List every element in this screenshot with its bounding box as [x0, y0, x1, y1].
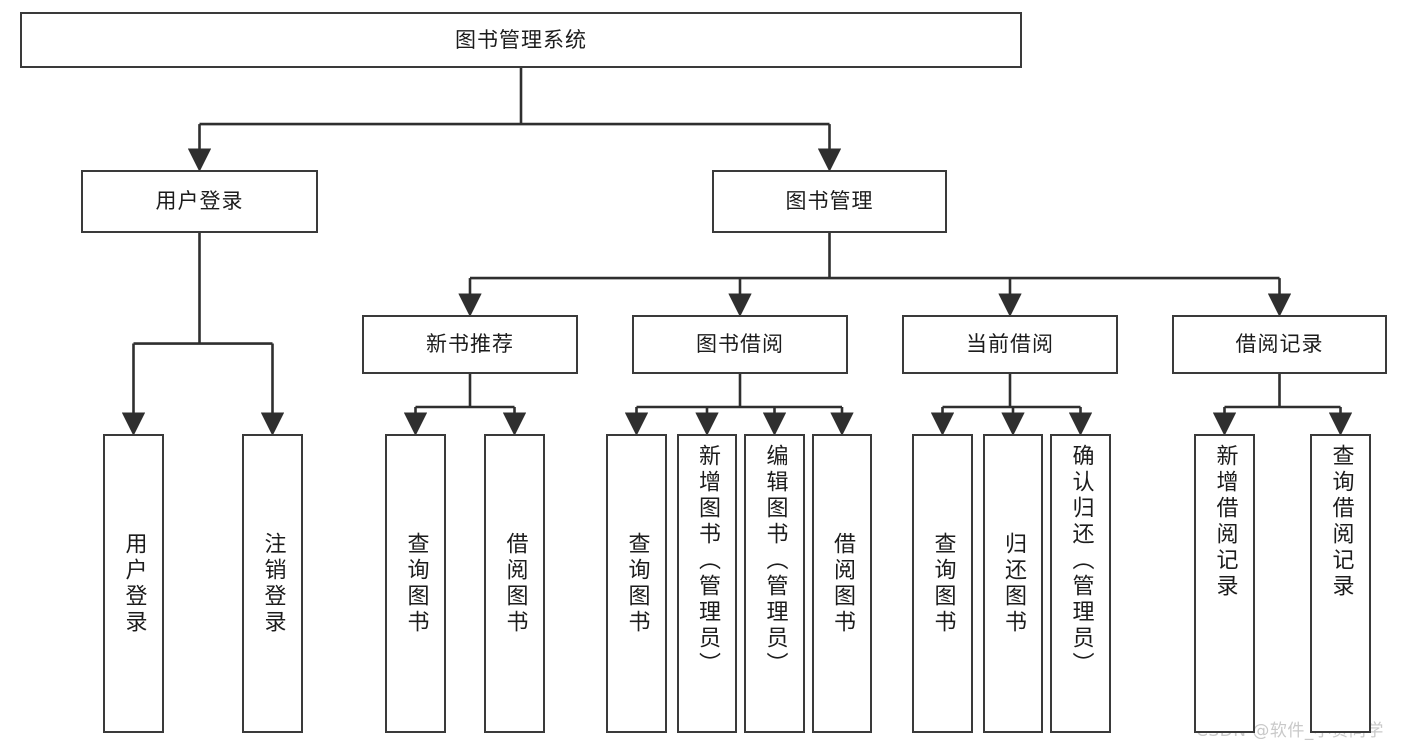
node-leaf-new-1[interactable]: 查询图书 [385, 434, 446, 733]
node-records[interactable]: 借阅记录 [1172, 315, 1387, 374]
node-label: 归还图书 [1001, 531, 1026, 636]
node-leaf-borrow-3[interactable]: 编辑图书（管理员） [744, 434, 805, 733]
node-label: 用户登录 [121, 531, 147, 636]
node-leaf-cur-3[interactable]: 确认归还（管理员） [1050, 434, 1111, 733]
node-leaf-rec-1[interactable]: 新增借阅记录 [1194, 434, 1255, 733]
node-label: 新增图书（管理员） [695, 444, 720, 678]
node-label: 借阅图书 [502, 531, 528, 636]
node-label: 图书管理 [785, 189, 874, 214]
node-label: 借阅记录 [1235, 332, 1324, 357]
node-leaf-login-1[interactable]: 用户登录 [103, 434, 164, 733]
node-label: 用户登录 [155, 189, 244, 214]
node-login[interactable]: 用户登录 [81, 170, 318, 233]
node-bookmgmt[interactable]: 图书管理 [712, 170, 947, 233]
node-leaf-cur-1[interactable]: 查询图书 [912, 434, 973, 733]
node-label: 编辑图书（管理员） [762, 444, 788, 678]
node-leaf-login-2[interactable]: 注销登录 [242, 434, 303, 733]
node-leaf-new-2[interactable]: 借阅图书 [484, 434, 545, 733]
node-label: 注销登录 [260, 531, 286, 636]
node-leaf-borrow-2[interactable]: 新增图书（管理员） [677, 434, 737, 733]
node-borrow[interactable]: 图书借阅 [632, 315, 848, 374]
node-leaf-rec-2[interactable]: 查询借阅记录 [1310, 434, 1371, 733]
node-root[interactable]: 图书管理系统 [20, 12, 1022, 68]
node-current[interactable]: 当前借阅 [902, 315, 1118, 374]
node-label: 图书借阅 [696, 332, 784, 357]
node-label: 当前借阅 [966, 332, 1054, 357]
node-label: 查询图书 [624, 531, 650, 636]
node-label: 查询图书 [403, 531, 429, 636]
node-leaf-borrow-4[interactable]: 借阅图书 [812, 434, 872, 733]
node-label: 借阅图书 [830, 531, 855, 636]
node-label: 查询图书 [930, 531, 956, 636]
node-label: 确认归还（管理员） [1068, 444, 1094, 678]
node-label: 查询借阅记录 [1328, 444, 1354, 600]
node-leaf-cur-2[interactable]: 归还图书 [983, 434, 1043, 733]
node-leaf-borrow-1[interactable]: 查询图书 [606, 434, 667, 733]
node-label: 新书推荐 [426, 332, 514, 357]
node-label: 图书管理系统 [455, 27, 587, 52]
node-newbook[interactable]: 新书推荐 [362, 315, 578, 374]
node-label: 新增借阅记录 [1212, 444, 1238, 600]
